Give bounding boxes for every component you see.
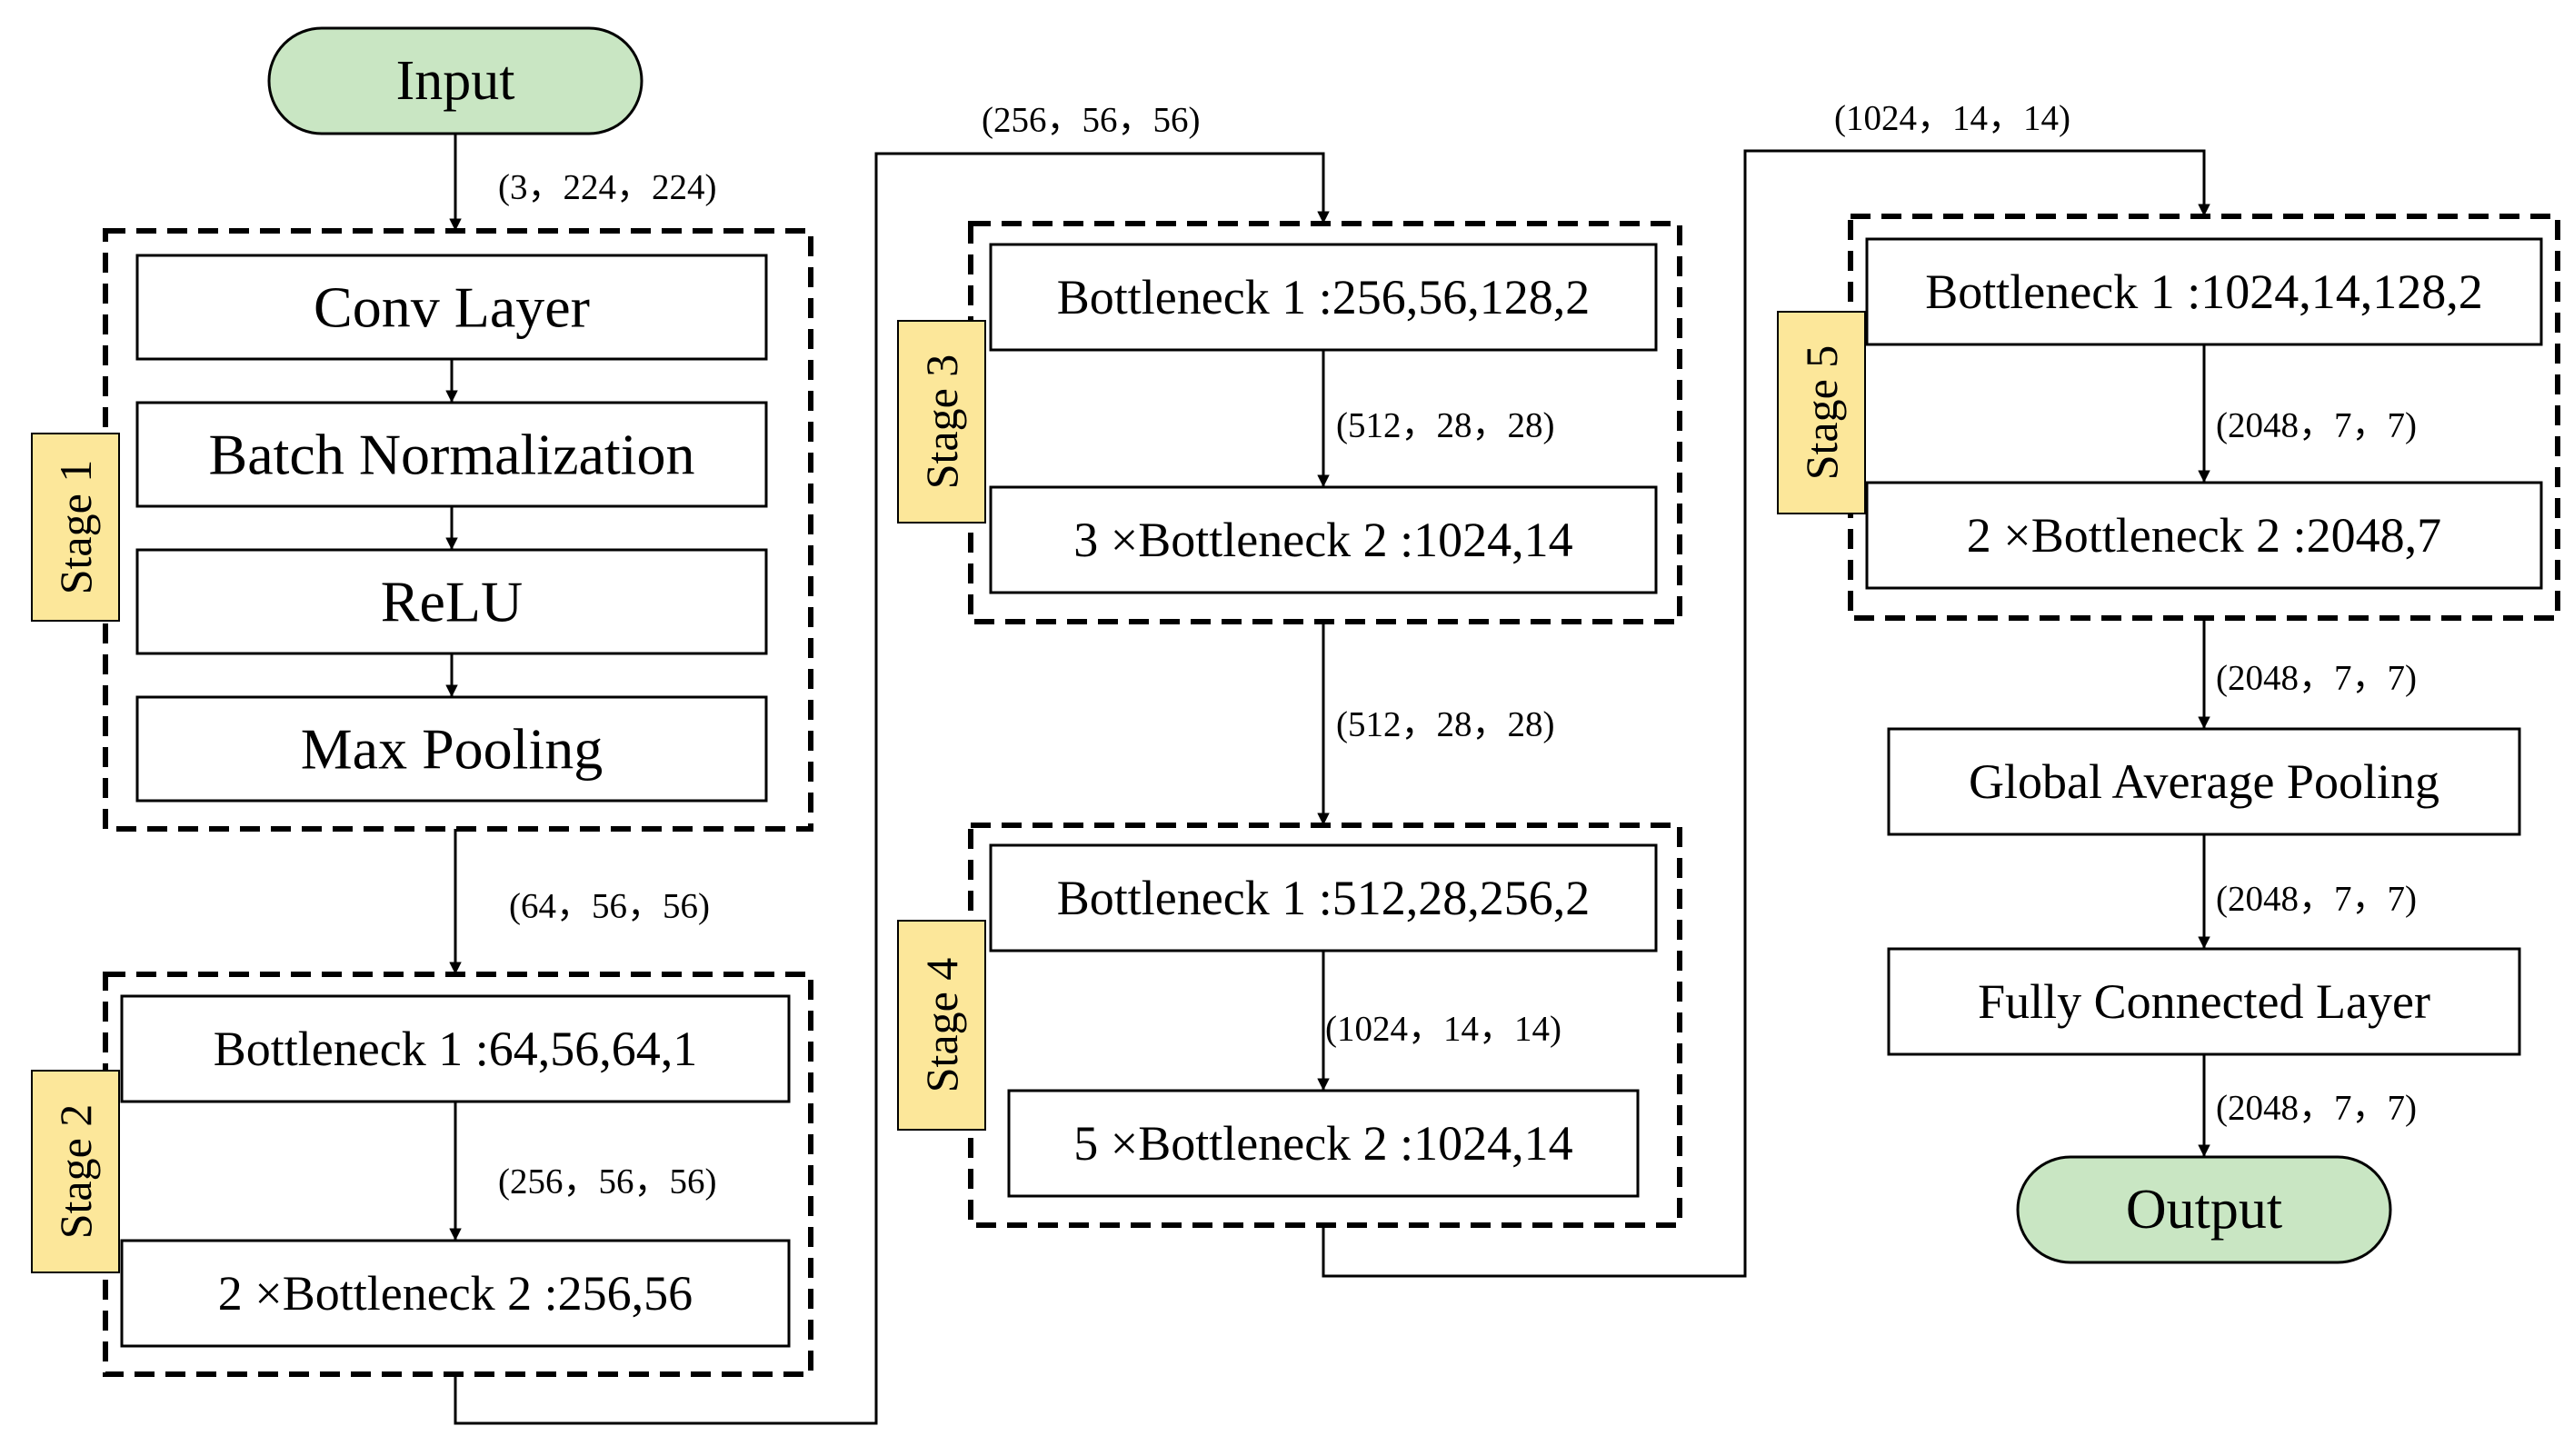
stage3-bottleneck2-label: 3 ×Bottleneck 2 :1024,14 (1073, 513, 1572, 567)
stage1-label: Stage 1 (50, 460, 101, 595)
conv-layer-label: Conv Layer (314, 275, 590, 340)
fully-connected-box: Fully Connected Layer (1887, 947, 2521, 1056)
connector-stage4-to-stage5 (1322, 149, 2210, 1278)
dim-after-stage4: (1024，14，14) (1834, 99, 2070, 138)
stage2-bottleneck1-box: Bottleneck 1 :64,56,64,1 (120, 994, 791, 1103)
input-terminal: Input (267, 26, 644, 135)
dim-stage3-mid: (512，28，28) (1336, 406, 1554, 445)
stage1-frame (103, 228, 813, 832)
dim-stage4-mid: (1024，14，14) (1325, 1010, 1561, 1049)
stage4-bottleneck1-label: Bottleneck 1 :512,28,256,2 (1057, 871, 1590, 925)
relu-label: ReLU (381, 570, 523, 634)
stage5-label: Stage 5 (1796, 345, 1847, 481)
stage3-label: Stage 3 (916, 354, 967, 490)
global-avg-pool-label: Global Average Pooling (1969, 754, 2439, 809)
dim-after-stage2: (256，56，56) (982, 101, 1200, 140)
output-terminal: Output (2016, 1155, 2392, 1264)
stage1-tag: Stage 1 (31, 433, 120, 622)
dim-after-stage1: (64，56，56) (509, 887, 710, 926)
stage3-tag: Stage 3 (897, 320, 986, 524)
stage2-tag: Stage 2 (31, 1070, 120, 1273)
dim-input: (3，224，224) (498, 168, 716, 207)
output-label: Output (2126, 1179, 2282, 1241)
stage3-bottleneck1-label: Bottleneck 1 :256,56,128,2 (1057, 270, 1590, 324)
fully-connected-label: Fully Connected Layer (1978, 974, 2430, 1029)
stage3-bottleneck1-box: Bottleneck 1 :256,56,128,2 (989, 243, 1658, 352)
stage2-bottleneck1-label: Bottleneck 1 :64,56,64,1 (214, 1022, 697, 1076)
stage2-bottleneck2-label: 2 ×Bottleneck 2 :256,56 (218, 1266, 693, 1321)
input-label: Input (396, 50, 515, 112)
max-pooling-label: Max Pooling (301, 717, 603, 782)
stage4-label: Stage 4 (916, 958, 967, 1093)
max-pooling-box: Max Pooling (135, 695, 768, 803)
stage2-label: Stage 2 (50, 1104, 101, 1240)
stage4-bottleneck2-box: 5 ×Bottleneck 2 :1024,14 (1007, 1089, 1640, 1198)
stage4-bottleneck2-label: 5 ×Bottleneck 2 :1024,14 (1073, 1116, 1572, 1171)
dim-after-stage3: (512，28，28) (1336, 705, 1554, 744)
stage2-bottleneck2-box: 2 ×Bottleneck 2 :256,56 (120, 1239, 791, 1348)
stage5-bottleneck2-box: 2 ×Bottleneck 2 :2048,7 (1865, 481, 2543, 590)
stage4-bottleneck1-box: Bottleneck 1 :512,28,256,2 (989, 843, 1658, 952)
stage5-bottleneck1-box: Bottleneck 1 :1024,14,128,2 (1865, 237, 2543, 346)
global-avg-pool-box: Global Average Pooling (1887, 727, 2521, 836)
dim-after-stage5: (2048，7，7) (2216, 659, 2417, 698)
dim-after-pool: (2048，7，7) (2216, 880, 2417, 919)
relu-box: ReLU (135, 548, 768, 655)
dim-stage5-mid: (2048，7，7) (2216, 406, 2417, 445)
batch-norm-label: Batch Normalization (209, 423, 695, 487)
stage5-bottleneck2-label: 2 ×Bottleneck 2 :2048,7 (1967, 508, 2441, 563)
stage4-tag: Stage 4 (897, 920, 986, 1131)
batch-norm-box: Batch Normalization (135, 401, 768, 508)
conv-layer-box: Conv Layer (135, 254, 768, 361)
dim-after-fc: (2048，7，7) (2216, 1089, 2417, 1128)
dim-stage2-mid: (256，56，56) (498, 1162, 716, 1202)
stage5-tag: Stage 5 (1777, 311, 1866, 514)
stage3-bottleneck2-box: 3 ×Bottleneck 2 :1024,14 (989, 485, 1658, 594)
stage5-bottleneck1-label: Bottleneck 1 :1024,14,128,2 (1925, 264, 2482, 319)
connector-stage2-to-stage3 (454, 152, 1330, 1425)
